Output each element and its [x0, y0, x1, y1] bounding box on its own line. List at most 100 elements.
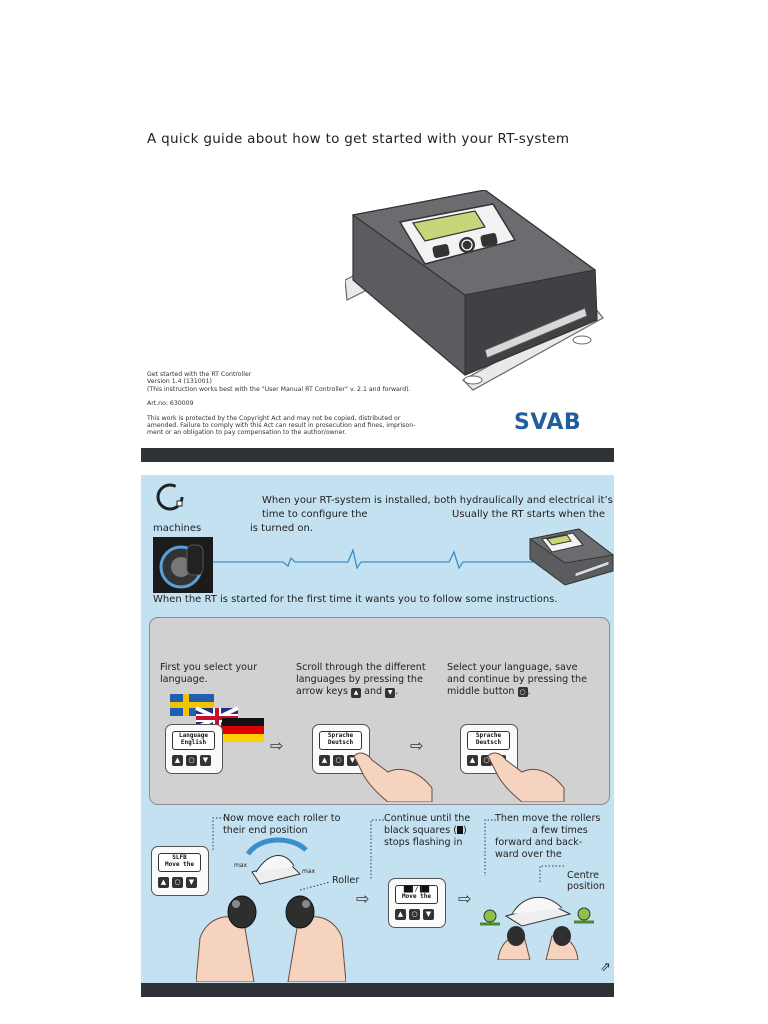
step-2-and: and [364, 686, 383, 697]
section-divider-bottom [141, 983, 614, 997]
callout-line-3 [484, 819, 496, 876]
arrow-down-icon: ▼ [385, 688, 396, 698]
roller-illustration [245, 837, 308, 885]
step-2-label: Scroll through the different languages b… [296, 662, 426, 697]
up-button[interactable]: ▲ [319, 755, 330, 766]
roller-text-3c: forward and back- [495, 837, 583, 848]
meta-copyright-2: amended. Failure to comply with this Act… [147, 422, 416, 430]
controller-roller-step: SLFB Move the ▲ ○ ▼ [151, 846, 209, 896]
lcd-step-2-line-1: Sprache [327, 732, 354, 739]
small-controller-image [528, 528, 615, 586]
language-flags [170, 694, 264, 742]
middle-button[interactable]: ○ [409, 909, 420, 920]
svab-logo: SVAB [514, 410, 582, 435]
lcd-step-2-line-2: Deutsch [327, 739, 354, 746]
down-button[interactable]: ▼ [200, 755, 211, 766]
callout-line-roller [300, 881, 331, 891]
lcd-step-2: Sprache Deutsch [319, 731, 362, 750]
roller-text-3a: Then move the rollers [495, 813, 601, 824]
meta-copyright-1: This work is protected by the Copyright … [147, 414, 401, 422]
rt-controller-illustration [345, 190, 604, 391]
step-3-label: Select your language, save and continue … [447, 662, 588, 697]
down-button[interactable]: ▼ [423, 909, 434, 920]
lcd-step-3-line-2: Deutsch [475, 739, 502, 746]
lcd-calibration: ██▌/▐██ Move the [395, 885, 438, 904]
down-button[interactable]: ▼ [347, 755, 358, 766]
right-arrow-icon: ⇨ [356, 889, 370, 908]
flag-uk-icon [195, 706, 239, 730]
lcd-roller-line-2: Move the [165, 861, 194, 868]
centre-label-2: position [567, 881, 606, 892]
controller-step-1: Language English ▲ ○ ▼ [165, 724, 223, 774]
middle-button[interactable]: ○ [172, 877, 183, 888]
ignition-key-image [153, 537, 213, 593]
roller-text-1a: Now move each roller to [223, 813, 341, 824]
roller-text-2a: Continue until the [384, 813, 471, 824]
meta-note: (This instruction works best with the "U… [147, 385, 411, 393]
up-button[interactable]: ▲ [395, 909, 406, 920]
section-divider-top [141, 448, 614, 462]
hand-pressing-down-icon [353, 752, 433, 802]
roller-label: Roller [332, 875, 360, 886]
middle-button-icon: ○ [517, 687, 528, 697]
lcd-step-1-line-1: Language [179, 732, 208, 739]
up-button[interactable]: ▲ [158, 877, 169, 888]
centre-label-1: Centre [567, 870, 600, 881]
meta-copyright-3: ment or an obligation to pay compensatio… [147, 429, 347, 437]
hand-pressing-middle-icon [487, 752, 565, 802]
step-3-text: Select your language, save and continue … [447, 662, 588, 697]
intro-started: When the RT is started for the first tim… [153, 594, 558, 605]
lcd-calibration-line-2: Move the [402, 893, 431, 900]
power-icon [156, 483, 184, 511]
controller-calibration: ██▌/▐██ Move the ▲ ○ ▼ [388, 878, 446, 928]
arrow-up-icon: ▲ [351, 688, 362, 698]
down-button[interactable]: ▼ [186, 877, 197, 888]
intro-line-2b: Usually the RT starts when the [452, 509, 606, 520]
signal-line [213, 547, 533, 570]
lcd-calibration-line-1: ██▌/▐██ [403, 886, 430, 893]
centre-roller-illustration [480, 896, 594, 960]
right-arrow-icon: ⇨ [270, 736, 284, 755]
intro-line-2a: time to configure the [262, 509, 368, 520]
max-label-left: max [234, 862, 248, 869]
intro-line-1: When your RT-system is installed, both h… [262, 495, 613, 506]
right-arrow-icon: ⇨ [410, 736, 424, 755]
roller-text-3b: a few times [532, 825, 588, 836]
callout-line-centre [539, 865, 564, 882]
meta-title: Get started with the RT Controller [147, 371, 252, 378]
roller-text-2b: black squares () [384, 825, 467, 837]
snail-icon [480, 909, 500, 926]
lcd-roller-line-1: SLFB [172, 854, 187, 861]
black-square-icon [457, 826, 463, 834]
lcd-step-1-line-2: English [180, 739, 207, 746]
roller-text-1b: their end position [223, 825, 308, 836]
callout-line-1 [212, 817, 228, 850]
roller-text-2c: ) [463, 825, 467, 836]
meta-artno: Art.no: 630009 [147, 400, 194, 408]
document-metadata: Get started with the RT Controller Versi… [147, 371, 437, 437]
max-label-right: max [302, 868, 316, 875]
up-button[interactable]: ▲ [467, 755, 478, 766]
lcd-display [412, 210, 486, 242]
right-arrow-icon: ⇨ [458, 889, 472, 908]
middle-button[interactable]: ○ [186, 755, 197, 766]
middle-button[interactable]: ○ [481, 755, 492, 766]
up-button[interactable]: ▲ [172, 755, 183, 766]
next-page-corner-icon[interactable]: ⇗ [600, 960, 611, 975]
middle-button[interactable]: ○ [333, 755, 344, 766]
joystick-hands-illustration [196, 895, 346, 982]
lcd-roller-step: SLFB Move the [158, 853, 201, 872]
roller-text-2b-label: black squares ( [384, 825, 457, 836]
step-2-text: Scroll through the different languages b… [296, 662, 426, 698]
lcd-step-3: Sprache Deutsch [467, 731, 510, 750]
intro-line-3a: machines [153, 523, 202, 534]
lcd-step-1: Language English [172, 731, 215, 750]
step-1-text: First you select your language. [160, 662, 258, 685]
flag-germany-icon [222, 718, 264, 742]
intro-line-3b: is turned on. [250, 523, 314, 534]
meta-version: Version 1.4 (131001) [147, 378, 212, 386]
callout-line-2 [370, 819, 384, 880]
page-title: A quick guide about how to get started w… [147, 131, 570, 147]
snail-icon-right [574, 907, 594, 924]
lcd-step-3-line-1: Sprache [475, 732, 502, 739]
